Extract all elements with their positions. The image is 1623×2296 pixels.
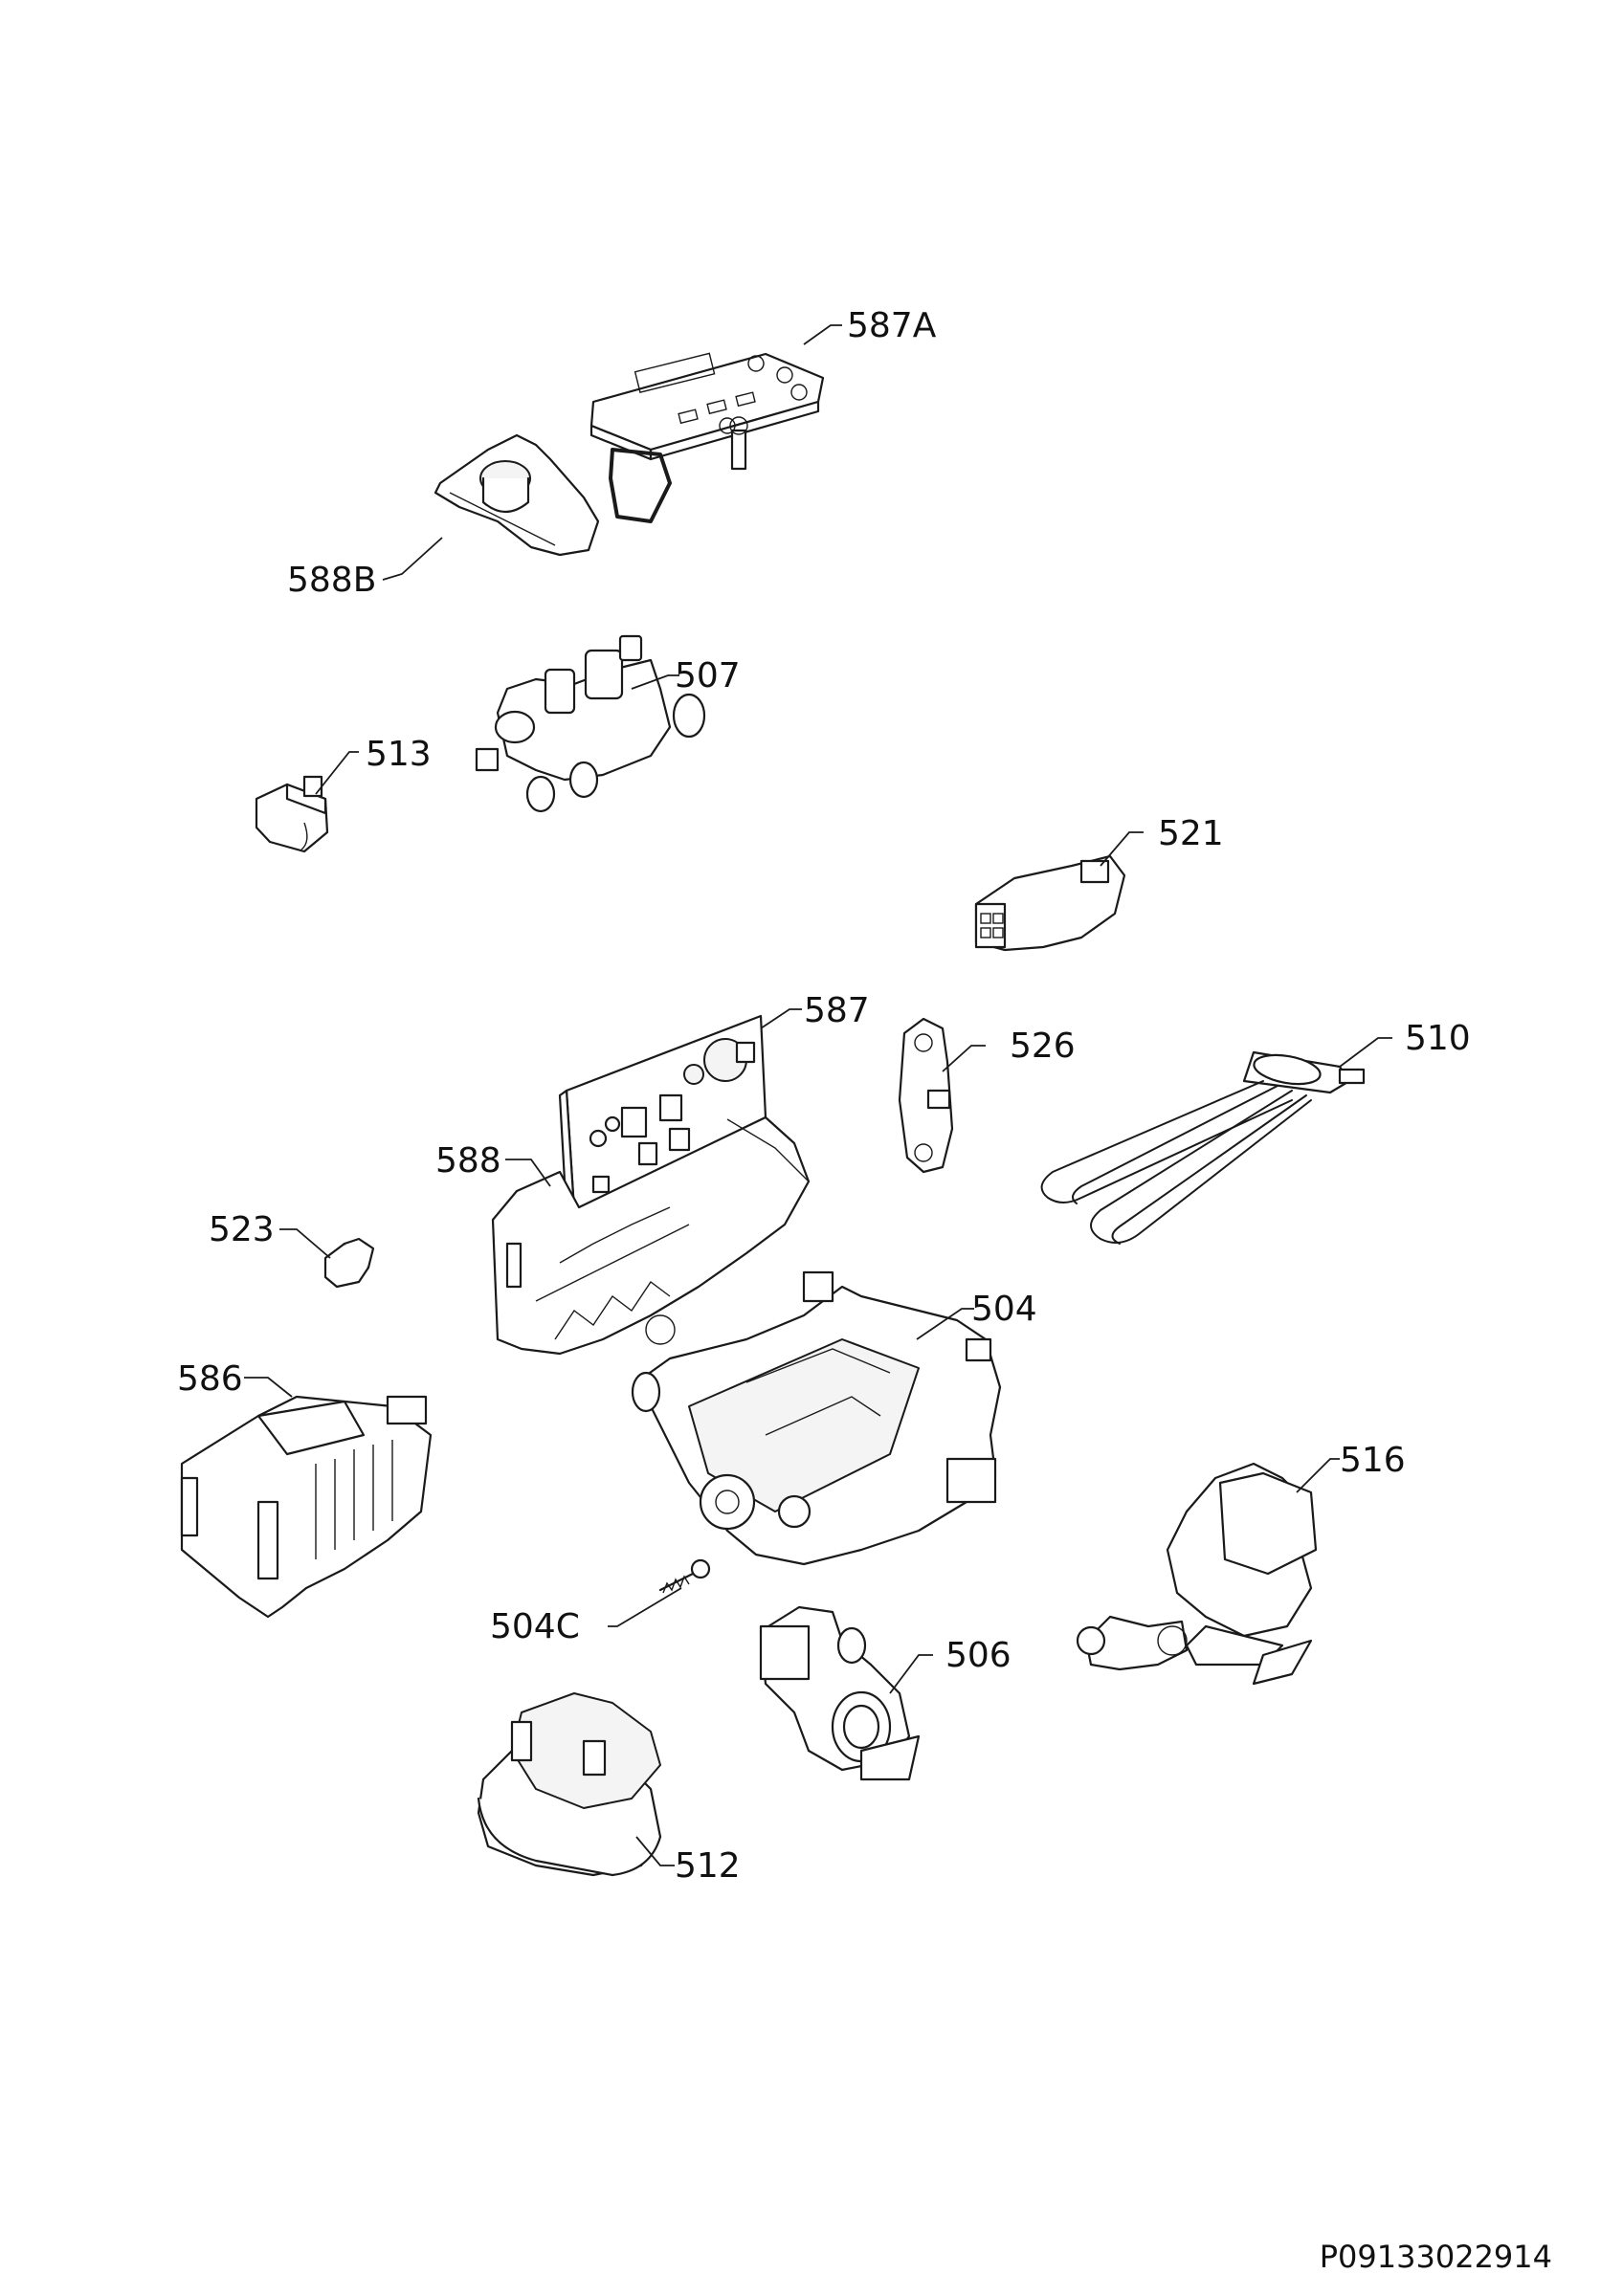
part-512-pump-bracket <box>477 1692 662 1877</box>
part-507-inlet-valve <box>475 634 706 813</box>
part-588-pcb-housing <box>491 1115 811 1356</box>
part-587A-control-board <box>589 352 825 523</box>
leader-512 <box>635 1836 675 1866</box>
leader-588B <box>382 537 443 581</box>
part-504-motor <box>631 1270 1002 1566</box>
callout-588: 588 <box>435 1141 501 1181</box>
part-526-bracket <box>898 1017 954 1174</box>
leader-513 <box>315 751 359 795</box>
part-506-circulation-pump <box>759 1605 921 1781</box>
leader-516 <box>1296 1458 1340 1493</box>
leader-587A <box>803 324 842 345</box>
part-521-door-lock <box>974 854 1126 952</box>
part-510-heater <box>1040 1050 1366 1245</box>
part-588B-cover <box>434 433 600 557</box>
leader-588 <box>505 1159 551 1187</box>
callout-504: 504 <box>971 1290 1037 1329</box>
leader-523 <box>279 1228 331 1259</box>
callout-521: 521 <box>1158 814 1224 853</box>
part-586-module-housing <box>180 1395 433 1619</box>
callout-587A: 587A <box>847 306 937 345</box>
leader-510 <box>1339 1037 1392 1068</box>
leader-526 <box>942 1045 986 1072</box>
part-516-drain-pump <box>1076 1462 1318 1686</box>
part-587-main-pcb <box>558 1014 767 1217</box>
document-number: P09133022914 <box>1320 2239 1552 2275</box>
leader-586 <box>244 1377 293 1398</box>
part-504C-screw <box>658 1558 711 1594</box>
leader-521 <box>1100 831 1144 867</box>
leader-504 <box>916 1308 974 1340</box>
callout-506: 506 <box>945 1636 1012 1675</box>
leader-506 <box>889 1654 933 1694</box>
leader-587 <box>760 1008 802 1029</box>
callout-523: 523 <box>209 1210 275 1249</box>
part-523-clip <box>323 1237 375 1289</box>
callout-586: 586 <box>177 1359 243 1399</box>
callout-516: 516 <box>1340 1441 1406 1480</box>
leader-504C <box>608 1587 682 1627</box>
callout-588B: 588B <box>287 561 376 600</box>
callout-526: 526 <box>1010 1027 1076 1066</box>
callout-504C: 504C <box>490 1607 580 1646</box>
callout-510: 510 <box>1405 1019 1471 1058</box>
leader-507 <box>631 674 679 690</box>
part-513-connector <box>255 775 329 853</box>
callout-507: 507 <box>675 656 741 695</box>
callout-512: 512 <box>675 1846 741 1886</box>
callout-513: 513 <box>366 735 432 774</box>
callout-587: 587 <box>804 991 870 1030</box>
